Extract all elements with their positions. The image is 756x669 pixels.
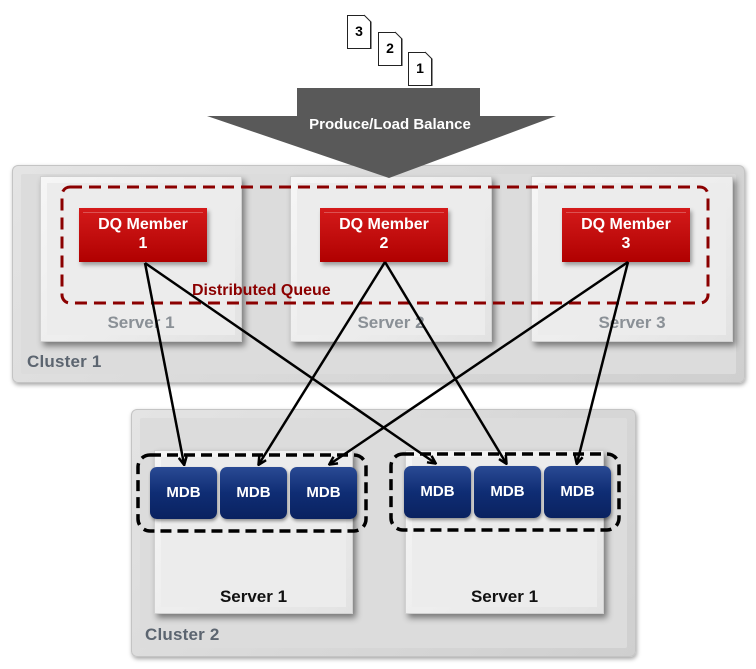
load-balance-label: Produce/Load Balance bbox=[309, 116, 471, 133]
document-3-fold bbox=[363, 14, 372, 49]
mdb-left-1: MDB bbox=[150, 467, 217, 519]
document-1-fold bbox=[424, 51, 433, 86]
document-2-fold bbox=[394, 31, 403, 66]
dq-member-title: DQ Member bbox=[98, 216, 188, 233]
cluster-2-label: Cluster 2 bbox=[145, 625, 220, 644]
server-label: Server 2 bbox=[357, 313, 425, 332]
document-number: 1 bbox=[416, 60, 424, 76]
dq-member-number: 3 bbox=[621, 235, 631, 252]
dq-member-title: DQ Member bbox=[581, 216, 671, 233]
dq-member-1: DQ Member 1 bbox=[79, 208, 207, 262]
arrow-dq1-to-left-mdb1 bbox=[143, 262, 184, 464]
mdb-left-3: MDB bbox=[290, 467, 357, 519]
document-number: 3 bbox=[355, 23, 363, 39]
dq-member-number: 1 bbox=[138, 235, 148, 252]
server-label: Server 1 bbox=[219, 587, 288, 606]
mdb-right-1: MDB bbox=[404, 466, 471, 518]
distributed-queue-border bbox=[60, 185, 710, 305]
mdb-group-left-border bbox=[136, 453, 368, 533]
arrow-dq3-to-right-mdb3 bbox=[577, 261, 630, 463]
document-number: 2 bbox=[386, 40, 394, 56]
mdb-left-2: MDB bbox=[220, 467, 287, 519]
mdb-group-right-border bbox=[389, 452, 621, 532]
arrow-dq2-to-right-mdb2 bbox=[383, 261, 506, 463]
arrow-dq2-to-left-mdb2 bbox=[259, 261, 387, 464]
cluster-1-label: Cluster 1 bbox=[27, 352, 102, 371]
document-outlines bbox=[363, 14, 433, 86]
mdb-right-2: MDB bbox=[474, 466, 541, 518]
load-balance-arrow bbox=[207, 88, 556, 178]
dq-member-number: 2 bbox=[379, 235, 389, 252]
dq-member-title: DQ Member bbox=[339, 216, 429, 233]
dq-member-2: DQ Member 2 bbox=[320, 208, 448, 262]
distributed-queue-label: Distributed Queue bbox=[192, 282, 331, 299]
load-balance-arrow-shape bbox=[207, 88, 556, 178]
server-label: Server 3 bbox=[598, 313, 666, 332]
mdb-right-3: MDB bbox=[544, 466, 611, 518]
dq-member-3: DQ Member 3 bbox=[562, 208, 690, 262]
arrow-dq1-to-right-mdb1 bbox=[144, 261, 435, 463]
server-label: Server 1 bbox=[470, 587, 539, 606]
document-3: 3 bbox=[347, 15, 371, 49]
arrow-dq3-to-left-mdb3 bbox=[330, 260, 629, 464]
document-2: 2 bbox=[378, 32, 402, 66]
